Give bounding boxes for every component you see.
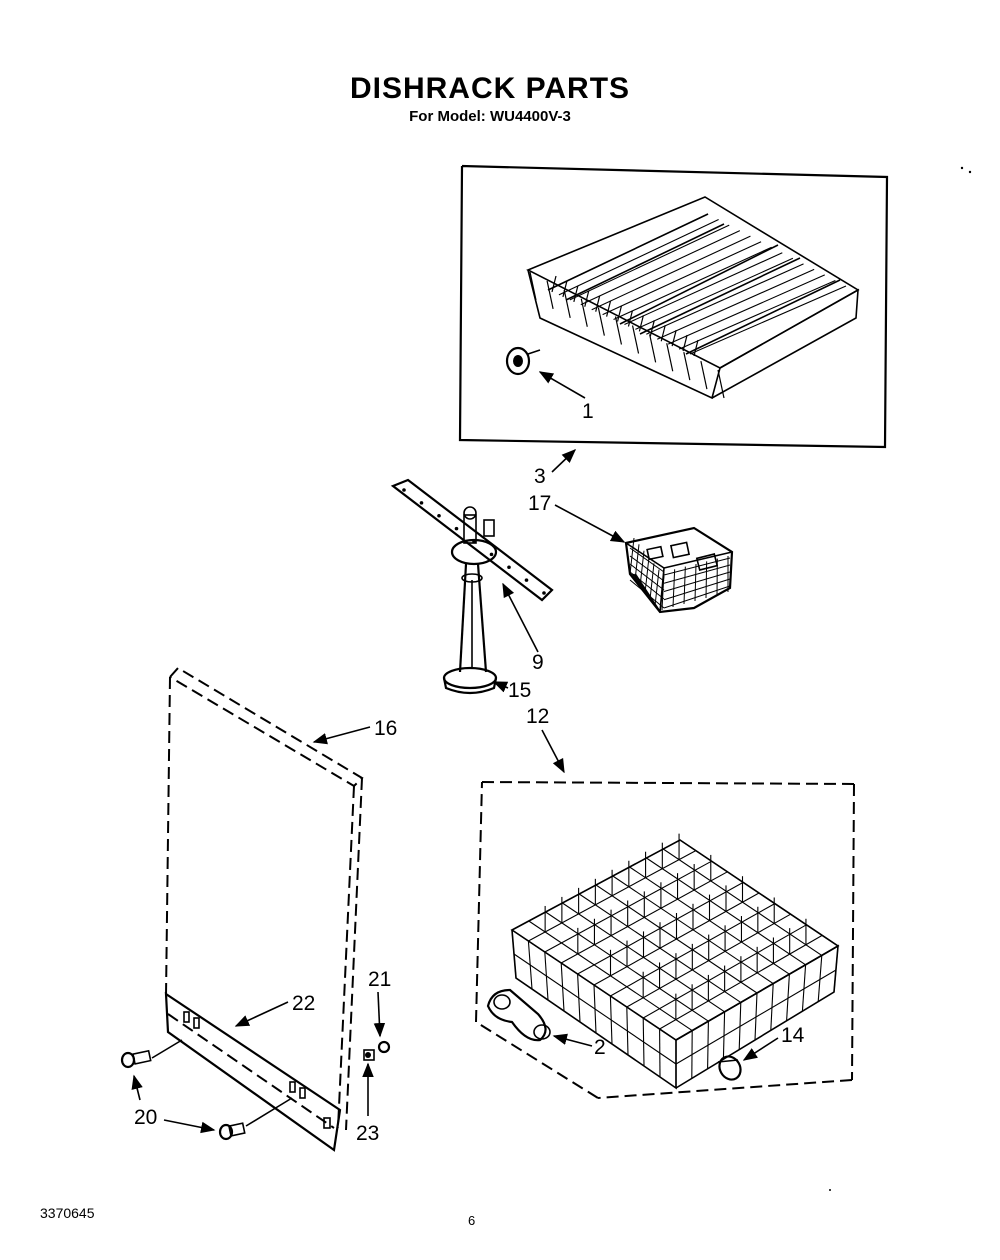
document-number: 3370645 (40, 1205, 95, 1221)
callout-22: 22 (292, 992, 315, 1015)
page-title: DISHRACK PARTS (349, 72, 631, 105)
silverware-basket-part (624, 526, 734, 614)
callout-16: 16 (374, 717, 397, 740)
lower-rack-wheel-part (486, 988, 551, 1042)
callout-20: 20 (134, 1106, 157, 1129)
callout-23: 23 (356, 1122, 379, 1145)
screw-part-right (218, 1122, 246, 1141)
callout-12: 12 (526, 705, 549, 728)
callout-2: 2 (594, 1036, 606, 1059)
spray-arm-part (390, 478, 554, 673)
callout-17: 17 (528, 492, 551, 515)
upper-dishrack (526, 196, 860, 400)
callout-21: 21 (368, 968, 391, 991)
lower-rack-grid (511, 833, 839, 1088)
access-panel-part (164, 991, 342, 1152)
upper-rack-box (458, 164, 889, 449)
upper-rack-front-wires (529, 271, 725, 399)
screw-part-left (120, 1049, 152, 1069)
callout-9: 9 (532, 651, 544, 674)
callout-15: 15 (508, 679, 531, 702)
upper-rack-tines (547, 213, 847, 357)
end-cap-part (717, 1055, 742, 1081)
callout-3: 3 (534, 465, 546, 488)
model-subtitle: For Model: WU4400V-3 (409, 108, 571, 125)
basket-grid (629, 537, 731, 613)
tube-base-part (442, 666, 498, 695)
clip-part (363, 1040, 391, 1061)
callout-14: 14 (781, 1024, 805, 1047)
lower-rack-box (475, 781, 855, 1099)
door-panel-part (165, 666, 364, 1131)
page-number: 6 (468, 1213, 476, 1228)
rack-wheel-part (505, 346, 541, 376)
lower-dishrack (510, 833, 840, 1090)
callout-1: 1 (582, 400, 594, 423)
